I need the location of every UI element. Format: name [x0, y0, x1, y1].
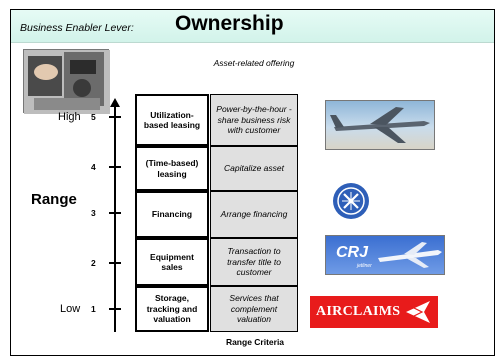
axis-tick-label: 2: [91, 258, 96, 268]
axis-tick: [109, 212, 121, 214]
axis-high-label: High: [58, 111, 81, 123]
cargo-plane-photo: [325, 100, 435, 150]
axis-arrowhead: [110, 98, 120, 107]
axis-tick-label: 3: [91, 208, 96, 218]
offering-column-header: Asset-related offering: [213, 58, 295, 68]
range-criteria-cell: Equipment sales: [135, 238, 209, 286]
crj-logo-subtext: jetliner: [357, 263, 372, 269]
airclaims-logo: AIRCLAIMS: [310, 296, 438, 328]
axis-tick-label: 4: [91, 162, 96, 172]
range-criteria-cell: (Time-based) leasing: [135, 146, 209, 191]
axis-tick: [109, 116, 121, 118]
range-axis: [114, 105, 116, 332]
crj-logo-text: CRJ: [336, 244, 369, 261]
slide: Business Enabler Lever: Ownership Asset-…: [10, 9, 495, 356]
offering-cell: Arrange financing: [210, 191, 298, 238]
axis-tick: [109, 262, 121, 264]
offering-cell: Capitalize asset: [210, 146, 298, 191]
axis-title: Range: [31, 191, 77, 208]
offering-cell: Transaction to transfer title to custome…: [210, 238, 298, 286]
axis-tick: [109, 166, 121, 168]
axis-tick: [109, 308, 121, 310]
lever-title: Ownership: [175, 12, 284, 35]
offering-cell: Services that complement valuation: [210, 286, 298, 332]
range-criteria-label: Range Criteria: [225, 337, 285, 347]
axis-tick-label: 5: [91, 112, 96, 122]
offering-cell: Power-by-the-hour - share business risk …: [210, 94, 298, 146]
ge-logo: [332, 182, 370, 220]
range-criteria-cell: Utilization-based leasing: [135, 94, 209, 146]
lever-label: Business Enabler Lever:: [20, 22, 134, 34]
title-bar: Business Enabler Lever: Ownership: [11, 10, 494, 43]
range-criteria-cell: Financing: [135, 191, 209, 238]
axis-tick-label: 1: [91, 304, 96, 314]
crj-jet-photo: CRJ jetliner: [325, 235, 445, 275]
machinery-photo: [23, 49, 110, 114]
airclaims-logo-text: AIRCLAIMS: [316, 304, 401, 319]
range-criteria-cell: Storage, tracking and valuation: [135, 286, 209, 332]
axis-low-label: Low: [60, 303, 81, 315]
